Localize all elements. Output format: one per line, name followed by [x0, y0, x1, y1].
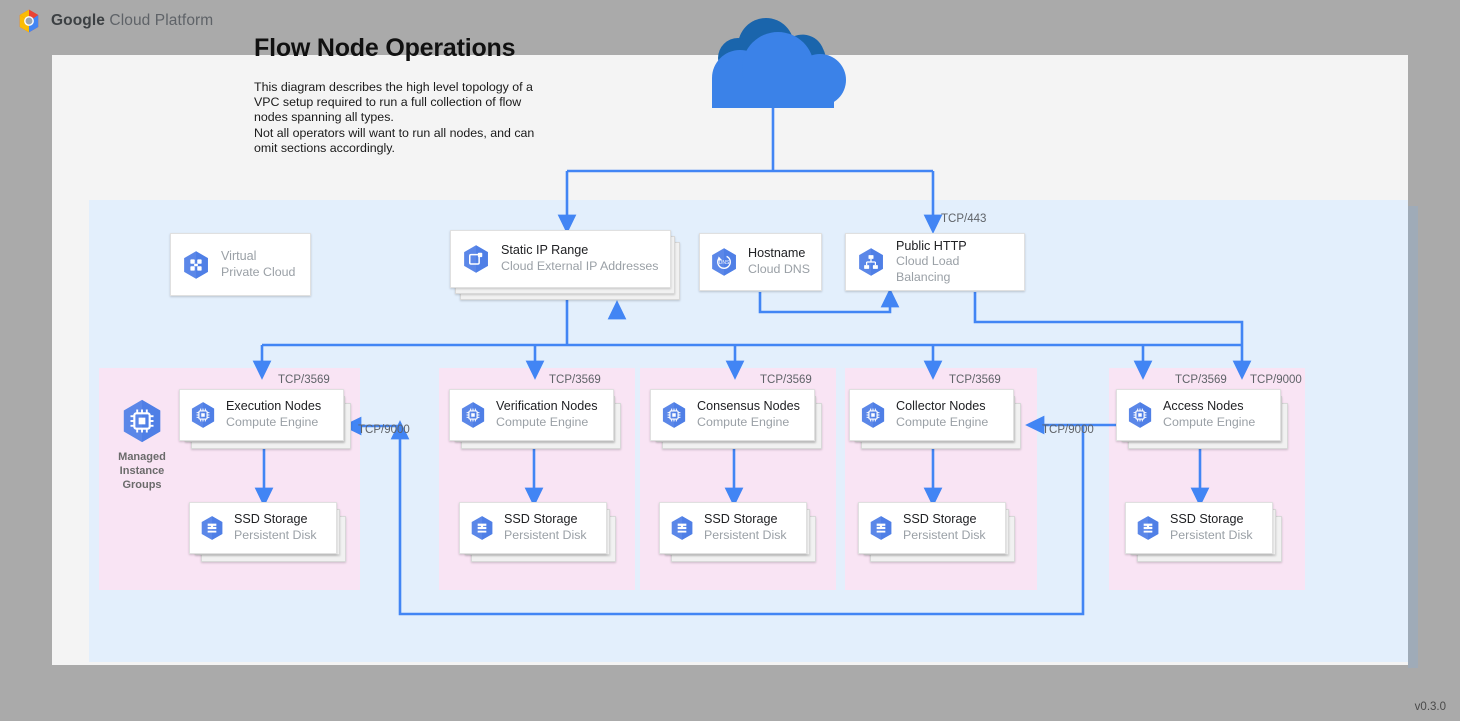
node-subtitle: Cloud DNS	[748, 262, 810, 277]
brand-bold: Google	[51, 12, 105, 29]
node-card-text: Access Nodes Compute Engine	[1163, 399, 1255, 430]
persistent-disk-icon	[1135, 515, 1161, 541]
node-title: Public HTTP	[896, 238, 967, 253]
node-card-virtual-private-cloud[interactable]: Virtual Private Cloud	[170, 233, 311, 296]
node-subtitle: Cloud Load Balancing	[896, 254, 960, 284]
brand-label: Google Cloud Platform	[51, 12, 213, 30]
node-title: Static IP Range	[501, 243, 589, 258]
brand-rest: Cloud Platform	[105, 12, 214, 29]
disk-title: SSD Storage	[704, 512, 778, 527]
node-title: Hostname	[748, 246, 806, 261]
node-title: Verification Nodes	[496, 399, 598, 414]
disk-title: SSD Storage	[903, 512, 977, 527]
disk-card-text: SSD Storage Persistent Disk	[504, 512, 587, 543]
node-subtitle: Compute Engine	[226, 415, 319, 430]
version-label: v0.3.0	[1414, 701, 1446, 713]
cloud-load-balancing-icon	[856, 247, 886, 277]
compute-engine-icon	[189, 401, 217, 429]
disk-card-consensus[interactable]: SSD Storage Persistent Disk	[659, 502, 807, 554]
port-label-access-ingress: TCP/3569	[1175, 374, 1227, 386]
node-card-consensus-nodes[interactable]: Consensus Nodes Compute Engine	[650, 389, 815, 441]
node-subtitle: Private Cloud	[221, 264, 296, 279]
node-subtitle: Cloud External IP Addresses	[501, 259, 659, 274]
cloud-dns-icon: DNS	[709, 247, 739, 277]
node-subtitle: Compute Engine	[1163, 415, 1256, 430]
brand-header: Google Cloud Platform	[16, 8, 213, 34]
node-card-public-http[interactable]: Public HTTP Cloud Load Balancing	[845, 233, 1025, 291]
vpc-region-shadow	[1408, 206, 1418, 668]
disk-subtitle: Persistent Disk	[234, 528, 317, 543]
disk-card-text: SSD Storage Persistent Disk	[903, 512, 986, 543]
node-card-text: Execution Nodes Compute Engine	[226, 399, 321, 430]
mig-group-label: Managed Instance Groups	[118, 451, 166, 491]
virtual-private-cloud-icon	[181, 250, 211, 280]
page-title: Flow Node Operations	[254, 34, 516, 62]
persistent-disk-icon	[469, 515, 495, 541]
node-title: Consensus Nodes	[697, 399, 800, 414]
node-card-execution-nodes[interactable]: Execution Nodes Compute Engine	[179, 389, 344, 441]
node-card-text: Static IP Range Cloud External IP Addres…	[501, 243, 659, 274]
node-card-text: Verification Nodes Compute Engine	[496, 399, 598, 430]
disk-title: SSD Storage	[1170, 512, 1244, 527]
cloud-external-ip-icon	[461, 244, 491, 274]
node-title: Access Nodes	[1163, 399, 1244, 414]
persistent-disk-icon	[199, 515, 225, 541]
disk-subtitle: Persistent Disk	[704, 528, 787, 543]
disk-card-verification[interactable]: SSD Storage Persistent Disk	[459, 502, 607, 554]
compute-engine-icon	[459, 401, 487, 429]
internet-cloud-icon	[712, 18, 846, 108]
page-description: This diagram describes the high level to…	[254, 80, 535, 155]
compute-engine-icon	[660, 401, 688, 429]
compute-engine-icon	[859, 401, 887, 429]
disk-subtitle: Persistent Disk	[504, 528, 587, 543]
port-label-execution-ingress: TCP/3569	[278, 374, 330, 386]
disk-card-execution[interactable]: SSD Storage Persistent Disk	[189, 502, 337, 554]
port-label-consensus-ingress: TCP/3569	[760, 374, 812, 386]
port-label-lb-ingress: TCP/443	[941, 213, 987, 225]
persistent-disk-icon	[669, 515, 695, 541]
disk-title: SSD Storage	[234, 512, 308, 527]
port-label-access-to-execution: TCP/9000	[358, 424, 410, 436]
node-card-static-ip-range[interactable]: Static IP Range Cloud External IP Addres…	[450, 230, 671, 288]
disk-card-text: SSD Storage Persistent Disk	[1170, 512, 1253, 543]
node-card-verification-nodes[interactable]: Verification Nodes Compute Engine	[449, 389, 614, 441]
port-label-access-to-collector: TCP/9000	[1042, 424, 1094, 436]
node-card-collector-nodes[interactable]: Collector Nodes Compute Engine	[849, 389, 1014, 441]
google-cloud-logo-icon	[19, 9, 39, 33]
port-label-verification-ingress: TCP/3569	[549, 374, 601, 386]
node-card-text: Virtual Private Cloud	[221, 249, 295, 280]
node-subtitle: Compute Engine	[896, 415, 989, 430]
node-title: Virtual	[221, 248, 257, 263]
node-card-text: Collector Nodes Compute Engine	[896, 399, 988, 430]
port-label-collector-ingress: TCP/3569	[949, 374, 1001, 386]
node-title: Collector Nodes	[896, 399, 986, 414]
port-label-access-extra: TCP/9000	[1250, 374, 1302, 386]
disk-card-text: SSD Storage Persistent Disk	[704, 512, 787, 543]
disk-title: SSD Storage	[504, 512, 578, 527]
svg-text:DNS: DNS	[719, 260, 730, 266]
node-card-text: Hostname Cloud DNS	[748, 246, 810, 277]
disk-card-text: SSD Storage Persistent Disk	[234, 512, 317, 543]
node-card-hostname[interactable]: DNS Hostname Cloud DNS	[699, 233, 822, 291]
node-title: Execution Nodes	[226, 399, 322, 414]
disk-card-access[interactable]: SSD Storage Persistent Disk	[1125, 502, 1273, 554]
persistent-disk-icon	[868, 515, 894, 541]
disk-subtitle: Persistent Disk	[903, 528, 986, 543]
node-card-access-nodes[interactable]: Access Nodes Compute Engine	[1116, 389, 1281, 441]
disk-card-collector[interactable]: SSD Storage Persistent Disk	[858, 502, 1006, 554]
node-subtitle: Compute Engine	[697, 415, 790, 430]
node-card-text: Public HTTP Cloud Load Balancing	[896, 239, 1014, 286]
mig-compute-engine-icon	[123, 399, 161, 443]
node-card-text: Consensus Nodes Compute Engine	[697, 399, 800, 430]
disk-subtitle: Persistent Disk	[1170, 528, 1253, 543]
compute-engine-icon	[1126, 401, 1154, 429]
node-subtitle: Compute Engine	[496, 415, 589, 430]
